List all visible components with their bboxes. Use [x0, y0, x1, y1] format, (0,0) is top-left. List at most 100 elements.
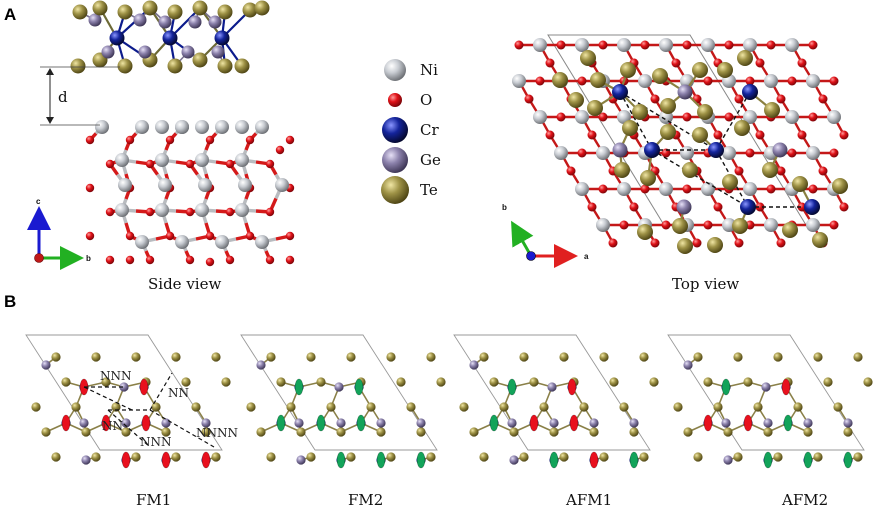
- o-atom: [265, 207, 275, 217]
- o-atom: [818, 166, 828, 176]
- te-atom: [326, 402, 336, 412]
- o-atom: [755, 202, 765, 212]
- o-atom: [755, 130, 765, 140]
- te-atom: [529, 377, 539, 387]
- te-atom: [773, 452, 783, 462]
- ge-atom: [677, 84, 693, 100]
- ge-atom: [721, 418, 731, 428]
- ge-atom: [161, 418, 171, 428]
- te-atom: [256, 427, 266, 437]
- o-atom: [829, 76, 839, 86]
- o-atom: [125, 135, 135, 145]
- spin-down-marker: [843, 451, 853, 469]
- o-atom: [145, 207, 155, 217]
- o-atom: [285, 135, 295, 145]
- te-atom: [192, 0, 208, 16]
- exchange-paths: NNN NN NN NNN NNNN: [83, 369, 238, 449]
- o-atom: [776, 238, 786, 248]
- spin-down-marker: [294, 378, 304, 396]
- spin-up-marker: [743, 414, 753, 432]
- o-atom: [703, 76, 713, 86]
- o-atom: [205, 135, 215, 145]
- te-atom: [614, 162, 630, 178]
- ni-atom: [806, 218, 820, 232]
- te-atom: [296, 427, 306, 437]
- ge-atom: [676, 199, 692, 215]
- o-atom: [797, 58, 807, 68]
- spin-up-marker: [529, 414, 539, 432]
- cr-atom: [804, 199, 820, 215]
- spin-up-marker: [121, 451, 131, 469]
- ni-atom: [827, 110, 841, 124]
- ni-atom: [158, 178, 172, 192]
- o-atom: [514, 40, 524, 50]
- ni-atom: [722, 146, 736, 160]
- te-atom: [723, 427, 733, 437]
- o-atom: [225, 207, 235, 217]
- spin-down-marker: [316, 414, 326, 432]
- te-atom: [181, 377, 191, 387]
- ge-atom: [133, 13, 147, 27]
- o-atom: [598, 40, 608, 50]
- o-atom: [85, 183, 95, 193]
- ge-atom: [469, 360, 479, 370]
- te-atom: [171, 452, 181, 462]
- o-atom: [545, 130, 555, 140]
- te-atom: [632, 104, 648, 120]
- cr-atom: [740, 199, 756, 215]
- cr-atom: [214, 30, 230, 46]
- te-atom: [707, 237, 723, 253]
- o-atom: [682, 184, 692, 194]
- o-atom: [734, 94, 744, 104]
- o-atom: [587, 130, 597, 140]
- te-atom: [843, 427, 853, 437]
- te-atom: [469, 427, 479, 437]
- o-atom: [524, 94, 534, 104]
- config-fm2: FM2: [240, 334, 446, 509]
- ni-atom: [617, 182, 631, 196]
- o-atom: [808, 112, 818, 122]
- legend-label-ge: Ge: [420, 151, 441, 169]
- spin-up-marker: [61, 414, 71, 432]
- te-atom: [306, 352, 316, 362]
- te-atom: [640, 170, 656, 186]
- ni-atom: [638, 74, 652, 88]
- ge-atom: [772, 142, 788, 158]
- te-atom: [568, 92, 584, 108]
- config-caption-afm2: AFM2: [781, 491, 828, 509]
- o-atom: [703, 220, 713, 230]
- te-atom: [117, 4, 133, 20]
- o-atom: [205, 257, 215, 267]
- exchange-path: [715, 91, 751, 151]
- o-atom: [145, 255, 155, 265]
- ni-atom: [533, 110, 547, 124]
- unit-cell-outline: [25, 334, 223, 451]
- ge-atom: [79, 418, 89, 428]
- ge-atom: [683, 360, 693, 370]
- te-atom: [703, 377, 713, 387]
- te-atom: [376, 427, 386, 437]
- te-atom: [519, 352, 529, 362]
- te-atom: [733, 452, 743, 462]
- te-atom: [479, 452, 489, 462]
- te-atom: [509, 427, 519, 437]
- te-atom: [254, 0, 270, 16]
- te-atom: [762, 162, 778, 178]
- ge-atom: [416, 418, 426, 428]
- o-atom: [839, 202, 849, 212]
- ge-atom: [547, 382, 557, 392]
- te-atom: [853, 352, 863, 362]
- o-atom: [125, 255, 135, 265]
- te-atom: [793, 402, 803, 412]
- te-atom: [266, 352, 276, 362]
- exchange-label-nn-lower: NN: [102, 419, 123, 433]
- exchange-label-nn-upper: NN: [168, 386, 189, 400]
- spin-up-marker: [589, 451, 599, 469]
- ge-atom: [549, 418, 559, 428]
- o-atom: [105, 207, 115, 217]
- ni-atom: [175, 235, 189, 249]
- te-atom: [823, 377, 833, 387]
- te-atom: [803, 427, 813, 437]
- te-atom: [211, 452, 221, 462]
- exchange-path: [83, 386, 133, 411]
